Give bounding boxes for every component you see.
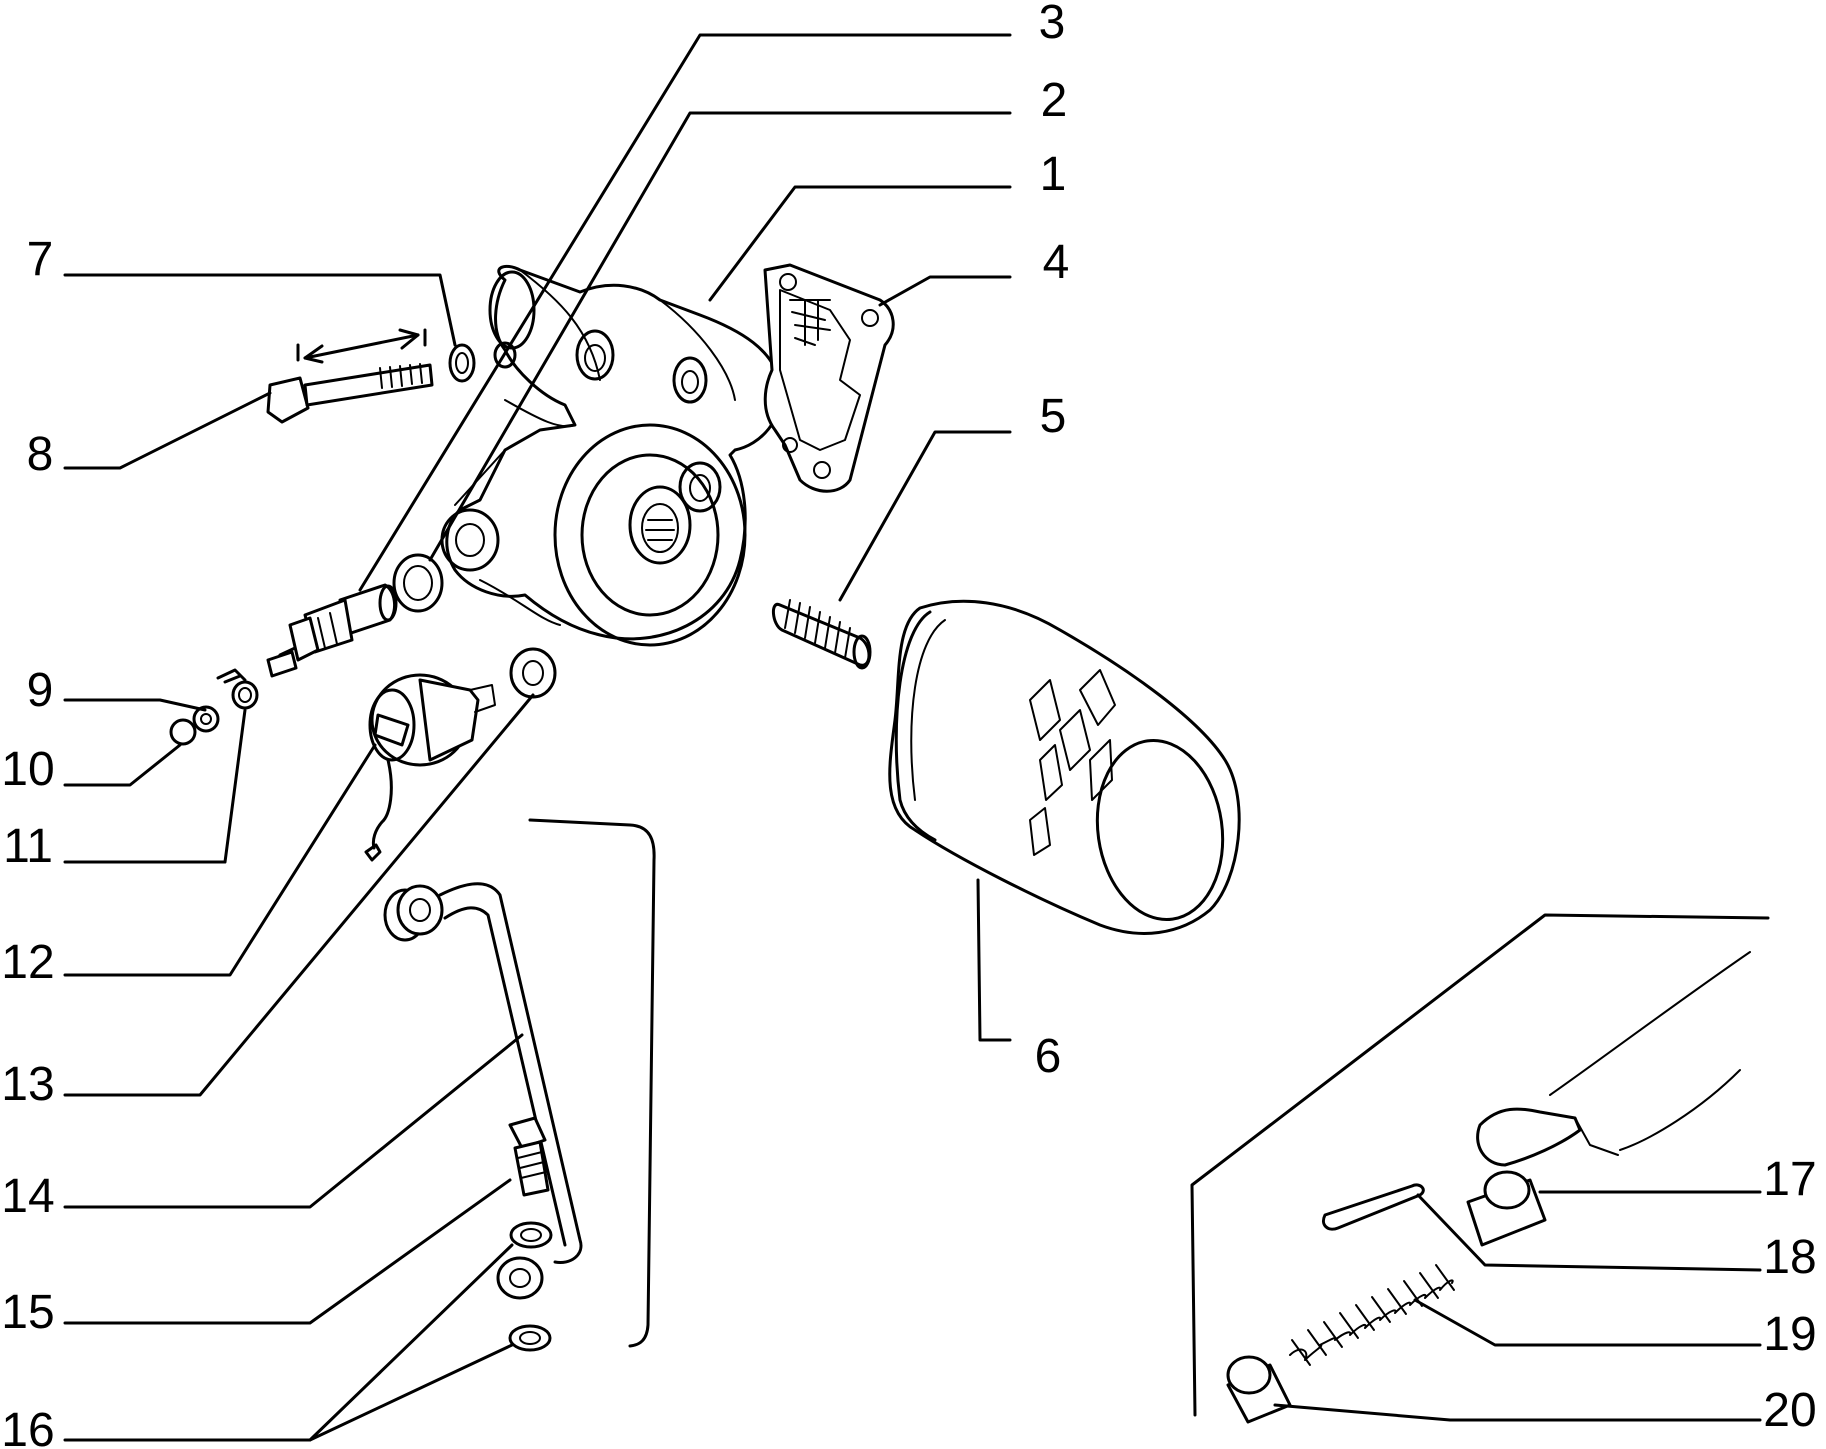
leader-lines [63, 33, 1762, 1442]
filter-support-housing [440, 264, 783, 647]
callout-18: 18 [1763, 1231, 1816, 1284]
callout-9: 9 [27, 664, 54, 717]
callout-16: 16 [1, 1404, 54, 1449]
callout-20: 20 [1763, 1384, 1816, 1437]
callout-13: 13 [1, 1058, 54, 1111]
lock-washer-10 [169, 705, 220, 746]
callout-1: 1 [1040, 148, 1067, 201]
sealing-ring-2 [392, 553, 444, 613]
callout-2: 2 [1041, 74, 1068, 127]
callout-19: 19 [1763, 1308, 1816, 1361]
inset-frame [1190, 913, 1770, 1417]
valve-cap-17 [1466, 1170, 1547, 1247]
oil-pipe-14 [383, 882, 583, 1300]
callout-17: 17 [1763, 1153, 1816, 1206]
callout-4: 4 [1043, 236, 1070, 289]
callout-14: 14 [1, 1170, 54, 1223]
small-clip-9 [216, 668, 247, 684]
bolt-8 [266, 328, 434, 424]
callout-7: 7 [27, 233, 54, 286]
banjo-bolt-15 [508, 1116, 550, 1197]
valve-plunger-20 [1226, 1355, 1292, 1424]
callout-15: 15 [1, 1286, 54, 1339]
washer-13 [509, 647, 557, 699]
washer-7 [448, 343, 476, 383]
terminal-ring-11 [231, 680, 259, 710]
group-bracket [528, 818, 656, 1348]
valve-spring-19 [1289, 1264, 1455, 1366]
callout-3: 3 [1039, 0, 1066, 49]
callout-10: 10 [1, 743, 54, 796]
threaded-nipple-5 [772, 599, 872, 670]
pressure-switch-12 [364, 673, 496, 862]
sealing-washer-16a [509, 1221, 553, 1249]
callout-8: 8 [27, 428, 54, 481]
oil-filter-6 [888, 599, 1241, 935]
callout-5: 5 [1040, 390, 1067, 443]
temperature-sender-3 [266, 583, 398, 678]
callout-6: 6 [1035, 1030, 1062, 1083]
sealing-washer-16b [508, 1324, 552, 1352]
callout-12: 12 [1, 936, 54, 989]
callout-11: 11 [3, 820, 53, 873]
split-pin-18 [1322, 1183, 1425, 1231]
gasket [763, 263, 895, 493]
